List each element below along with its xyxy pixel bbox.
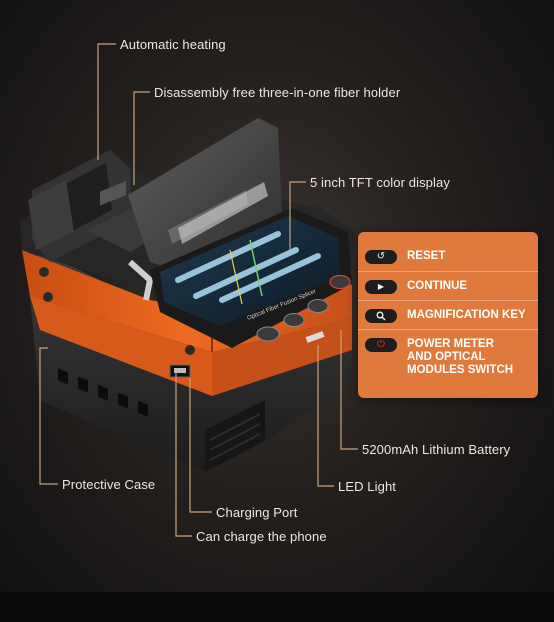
reset-icon: ↺ [365, 250, 397, 264]
key-row-reset: ↺ RESET [358, 242, 538, 271]
callout-fiber-holder: Disassembly free three-in-one fiber hold… [154, 85, 401, 100]
key-row-power: ⏻ POWER METER AND OPTICAL MODULES SWITCH [358, 329, 538, 392]
key-label-power-line-1: POWER METER [407, 338, 494, 350]
callout-protective-case: Protective Case [62, 477, 156, 492]
key-row-magnification: MAGNIFICATION KEY [358, 300, 538, 330]
callout-tft-display: 5 inch TFT color display [310, 175, 450, 190]
key-legend-panel: ↺ RESET ▶ CONTINUE MAGNIFICATION KEY ⏻ P… [358, 232, 538, 398]
bottom-bar [0, 592, 554, 622]
key-label-power: POWER METER AND OPTICAL MODULES SWITCH [407, 338, 513, 377]
key-label-continue: CONTINUE [407, 280, 468, 292]
callout-charge-phone: Can charge the phone [196, 529, 327, 544]
callout-battery: 5200mAh Lithium Battery [362, 442, 511, 457]
key-label-power-line-2: AND OPTICAL [407, 351, 486, 363]
device-buttons [256, 274, 351, 342]
play-icon: ▶ [365, 280, 397, 294]
callout-automatic-heating: Automatic heating [120, 37, 226, 52]
key-label-magnification: MAGNIFICATION KEY [407, 309, 526, 321]
key-row-continue: ▶ CONTINUE [358, 271, 538, 301]
key-label-reset: RESET [407, 250, 446, 262]
screen-fiber-image [175, 231, 321, 303]
magnifier-icon [365, 309, 397, 323]
callout-charging-port: Charging Port [216, 505, 298, 520]
power-icon: ⏻ [365, 338, 397, 352]
case-vents [58, 368, 148, 417]
led-light [305, 331, 325, 343]
key-label-power-line-3: MODULES SWITCH [407, 364, 514, 376]
callout-led-light: LED Light [338, 479, 396, 494]
